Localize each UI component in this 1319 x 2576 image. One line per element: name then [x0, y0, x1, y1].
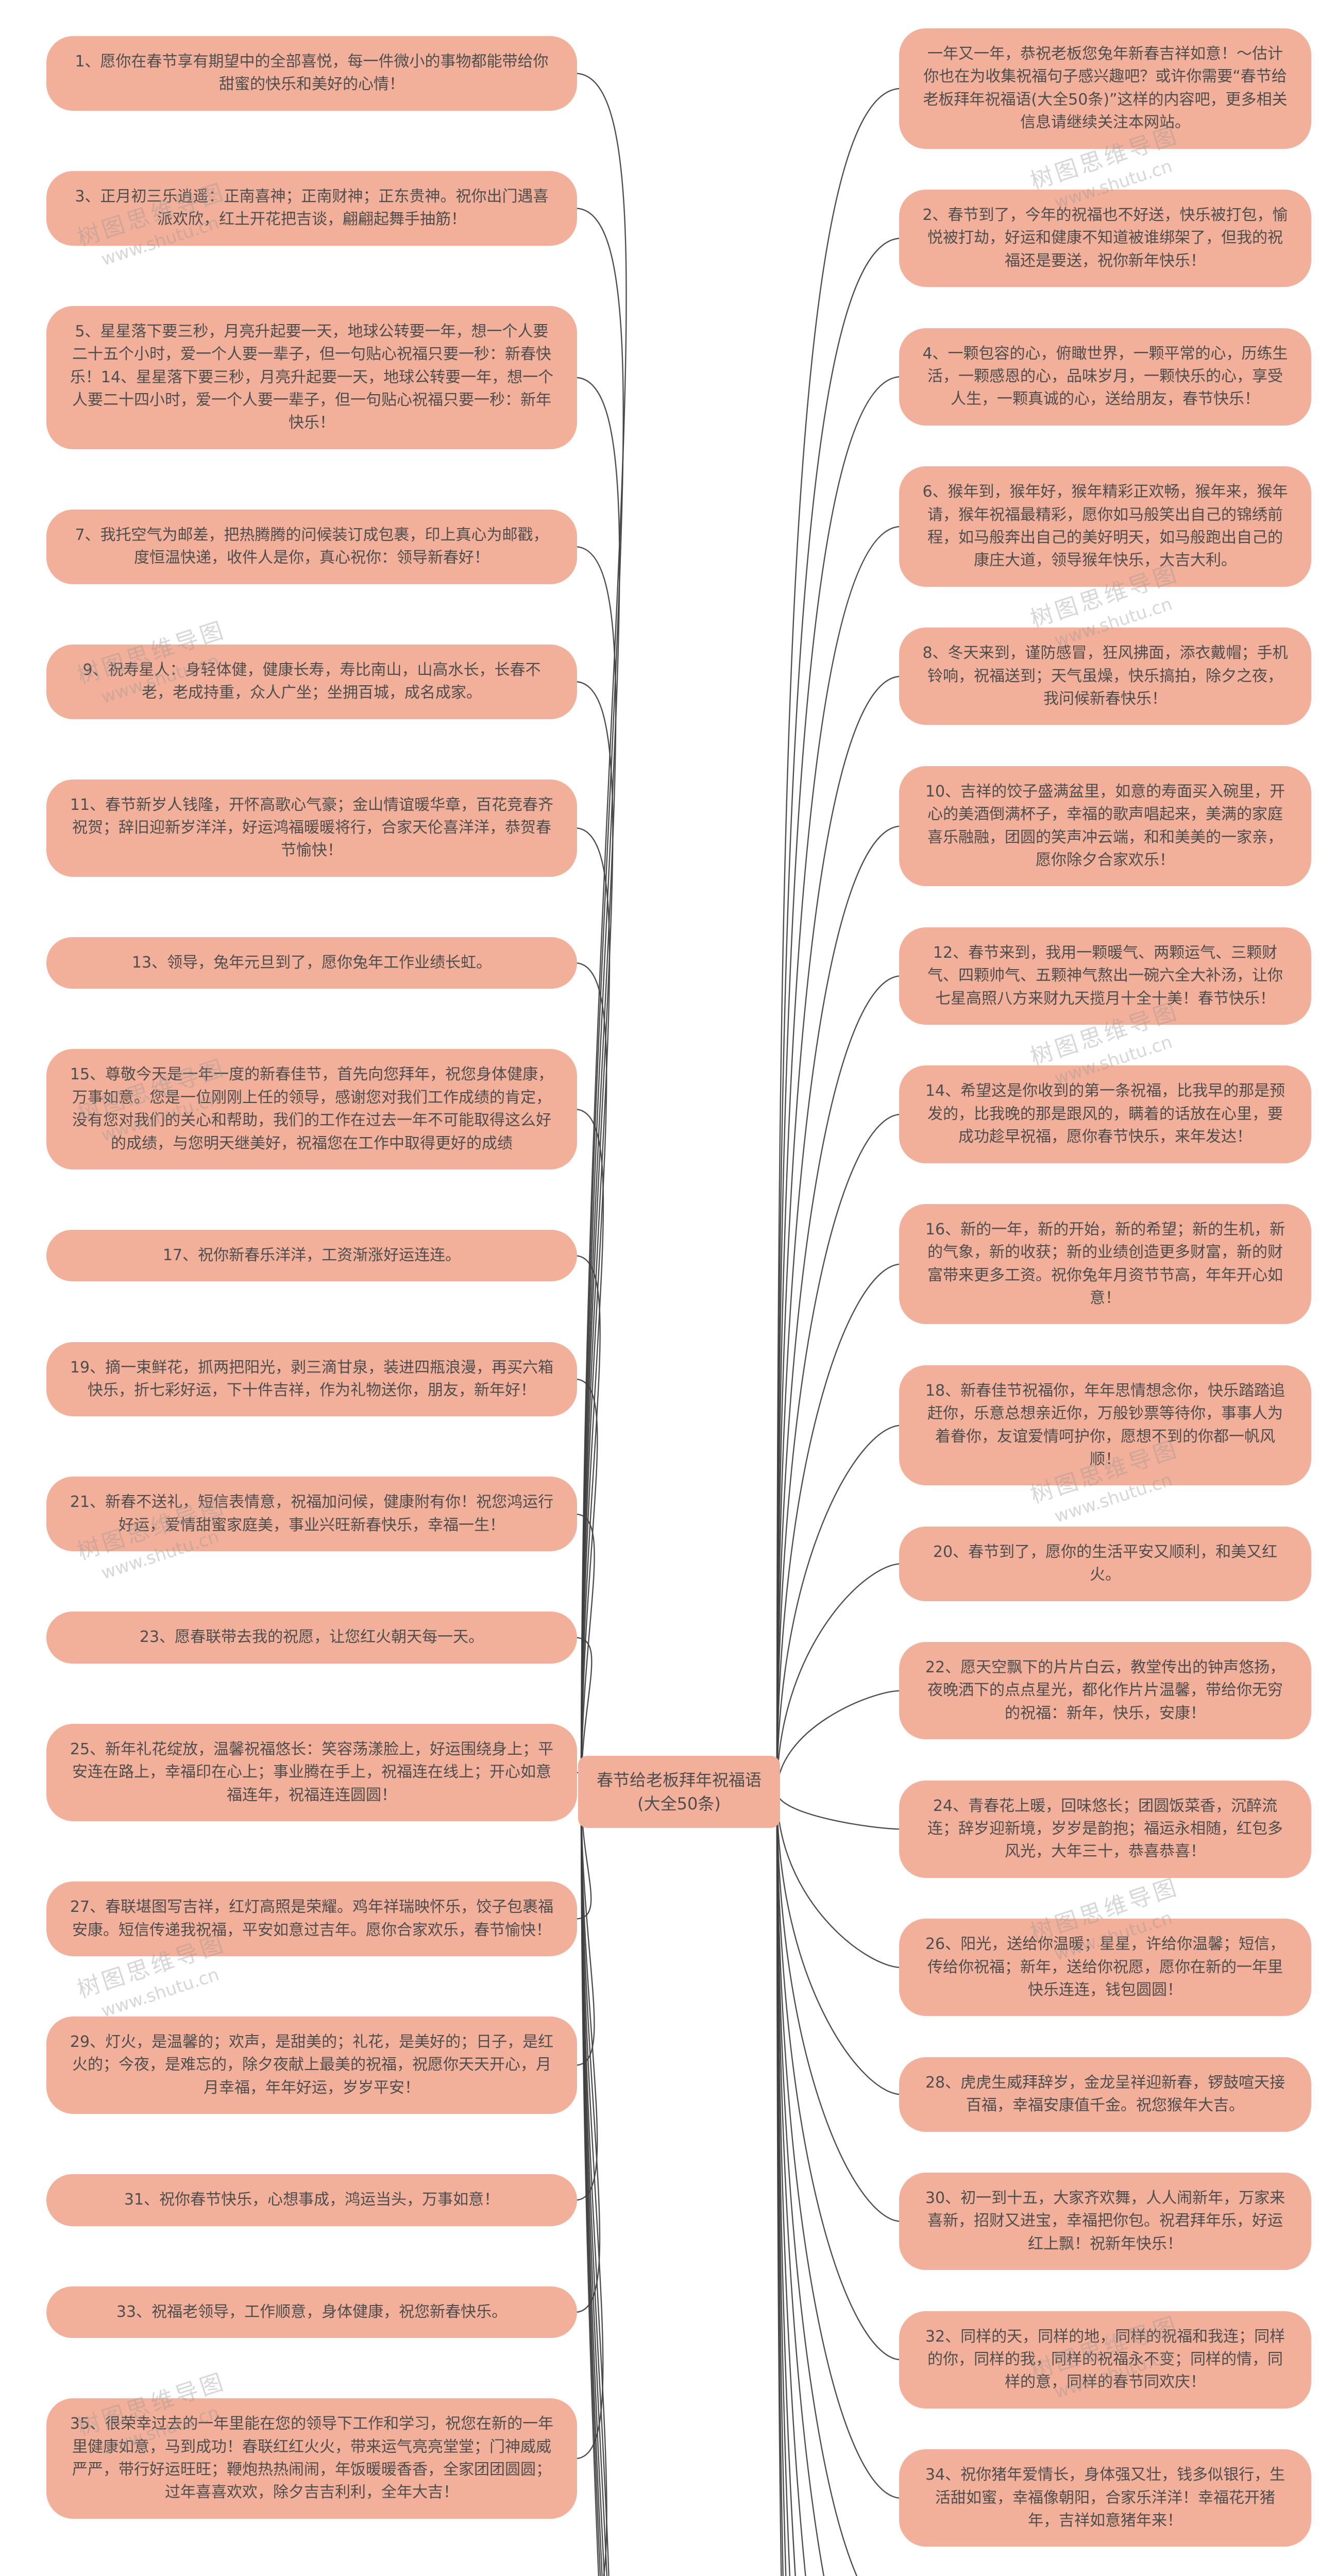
- branch-bubble[interactable]: 20、春节到了，愿你的生活平安又顺利，和美又红火。: [899, 1526, 1311, 1601]
- branch-bubble[interactable]: 32、同样的天，同样的地，同样的祝福和我连；同样的你，同样的我，同样的祝福永不变…: [899, 2311, 1311, 2409]
- branch-bubble[interactable]: 16、新的一年，新的开始，新的希望；新的生机，新的气象，新的收获；新的业绩创造更…: [899, 1204, 1311, 1325]
- branch-bubble[interactable]: 19、摘一束鲜花，抓两把阳光，剥三滴甘泉，装进四瓶浪漫，再买六箱快乐，折七彩好运…: [46, 1342, 577, 1417]
- branch-text: 9、祝寿星人：身轻体健，健康长寿，寿比南山，山高水长，长春不老，老成持重，众人广…: [82, 660, 541, 702]
- branch-bubble[interactable]: 29、灯火，是温馨的；欢声，是甜美的；礼花，是美好的；日子，是红火的；今夜，是难…: [46, 2016, 577, 2114]
- branch-bubble[interactable]: 21、新春不送礼，短信表情意，祝福加问候，健康附有你！祝您鸿运行好运，爱情甜蜜家…: [46, 1477, 577, 1552]
- branch-text: 27、春联堪图写吉祥，红灯高照是荣耀。鸡年祥瑞映怀乐，饺子包裹福安康。短信传递我…: [70, 1898, 554, 1939]
- branch-text: 19、摘一束鲜花，抓两把阳光，剥三滴甘泉，装进四瓶浪漫，再买六箱快乐，折七彩好运…: [70, 1358, 554, 1399]
- branch-bubble[interactable]: 10、吉祥的饺子盛满盆里，如意的寿面买入碗里，开心的美酒倒满杯子，幸福的歌声唱起…: [899, 766, 1311, 887]
- branch-text: 4、一颗包容的心，俯瞰世界，一颗平常的心，历练生活，一颗感恩的心，品味岁月，一颗…: [922, 344, 1288, 409]
- branch-bubble[interactable]: 6、猴年到，猴年好，猴年精彩正欢畅，猴年来，猴年请，猴年祝福最精彩，愿你如马般笑…: [899, 466, 1311, 587]
- branch-bubble[interactable]: 34、祝你猪年爱情长，身体强又壮，钱多似银行，生活甜如蜜，幸福像朝阳，合家乐洋洋…: [899, 2449, 1311, 2547]
- branch-bubble[interactable]: 24、青春花上暖，回味悠长；团圆饭菜香，沉醉流连；辞岁迎新境，岁岁是韵抱；福运永…: [899, 1780, 1311, 1878]
- branch-text: 30、初一到十五，大家齐欢舞，人人闹新年，万家来喜新，招财又进宝，幸福把你包。祝…: [925, 2189, 1286, 2253]
- branch-text: 一年又一年，恭祝老板您兔年新春吉祥如意！～估计你也在为收集祝福句子感兴趣吧？或许…: [923, 45, 1288, 132]
- branch-text: 7、我托空气为邮差，把热腾腾的问候装订成包裹，印上真心为邮戳，度恒温快递，收件人…: [75, 526, 549, 567]
- branch-bubble[interactable]: 35、很荣幸过去的一年里能在您的领导下工作和学习，祝您在新的一年里健康如意，马到…: [46, 2398, 577, 2519]
- center-topic-label: 春节给老板拜年祝福语(大全50条): [596, 1770, 762, 1814]
- branch-text: 29、灯火，是温馨的；欢声，是甜美的；礼花，是美好的；日子，是红火的；今夜，是难…: [70, 2033, 554, 2097]
- center-topic[interactable]: 春节给老板拜年祝福语(大全50条): [578, 1756, 780, 1828]
- branch-text: 23、愿春联带去我的祝愿，让您红火朝天每一天。: [139, 1628, 484, 1647]
- branch-bubble[interactable]: 一年又一年，恭祝老板您兔年新春吉祥如意！～估计你也在为收集祝福句子感兴趣吧？或许…: [899, 28, 1311, 149]
- branch-text: 2、春节到了，今年的祝福也不好送，快乐被打包，愉悦被打劫，好运和健康不知道被谁绑…: [922, 206, 1288, 270]
- branch-text: 24、青春花上暖，回味悠长；团圆饭菜香，沉醉流连；辞岁迎新境，岁岁是韵抱；福运永…: [927, 1797, 1283, 1861]
- branch-bubble[interactable]: 12、春节来到，我用一颗暖气、两颗运气、三颗财气、四颗帅气、五颗神气熬出一碗六全…: [899, 927, 1311, 1025]
- branch-text: 25、新年礼花绽放，温馨祝福悠长：笑容荡漾脸上，好运围绕身上；平安连在路上，幸福…: [70, 1740, 554, 1804]
- branch-bubble[interactable]: 22、愿天空飘下的片片白云，教堂传出的钟声悠扬，夜晚洒下的点点星光，都化作片片温…: [899, 1642, 1311, 1740]
- branch-bubble[interactable]: 33、祝福老领导，工作顺意，身体健康，祝您新春快乐。: [46, 2286, 577, 2338]
- branch-bubble[interactable]: 28、虎虎生威拜辞岁，金龙呈祥迎新春，锣鼓喧天接百福，幸福安康值千金。祝您猴年大…: [899, 2057, 1311, 2132]
- branch-text: 14、希望这是你收到的第一条祝福，比我早的那是预发的，比我晚的那是跟风的，瞒着的…: [925, 1082, 1286, 1146]
- branch-text: 35、很荣幸过去的一年里能在您的领导下工作和学习，祝您在新的一年里健康如意，马到…: [70, 2415, 554, 2502]
- branch-text: 6、猴年到，猴年好，猴年精彩正欢畅，猴年来，猴年请，猴年祝福最精彩，愿你如马般笑…: [922, 483, 1288, 570]
- branch-text: 32、同样的天，同样的地，同样的祝福和我连；同样的你，同样的我，同样的祝福永不变…: [925, 2327, 1286, 2392]
- branch-text: 3、正月初三乐逍遥：正南喜神；正南财神；正东贵神。祝你出门遇喜派欢欣，红土开花把…: [75, 187, 549, 229]
- branch-bubble[interactable]: 5、星星落下要三秒，月亮升起要一天，地球公转要一年，想一个人要二十五个小时，爱一…: [46, 306, 577, 449]
- branch-bubble[interactable]: 11、春节新岁人钱隆，开怀高歌心气豪；金山情谊暖华章，百花竞春齐祝贺；辞旧迎新岁…: [46, 779, 577, 877]
- branch-text: 22、愿天空飘下的片片白云，教堂传出的钟声悠扬，夜晚洒下的点点星光，都化作片片温…: [925, 1658, 1286, 1722]
- branch-text: 33、祝福老领导，工作顺意，身体健康，祝您新春快乐。: [116, 2302, 508, 2321]
- branch-text: 5、星星落下要三秒，月亮升起要一天，地球公转要一年，想一个人要二十五个小时，爱一…: [70, 322, 554, 432]
- branch-text: 18、新春佳节祝福你，年年思情想念你，快乐踏踏追赶你，乐意总想亲近你，万般钞票等…: [925, 1381, 1286, 1469]
- branch-bubble[interactable]: 26、阳光，送给你温暖；星星，许给你温馨；短信，传给你祝福；新年，送给你祝愿，愿…: [899, 1919, 1311, 2016]
- branch-bubble[interactable]: 18、新春佳节祝福你，年年思情想念你，快乐踏踏追赶你，乐意总想亲近你，万般钞票等…: [899, 1365, 1311, 1486]
- branch-text: 31、祝你春节快乐，心想事成，鸿运当头，万事如意！: [124, 2191, 500, 2209]
- branch-bubble[interactable]: 13、领导，兔年元旦到了，愿你兔年工作业绩长虹。: [46, 937, 577, 989]
- branch-text: 20、春节到了，愿你的生活平安又顺利，和美又红火。: [933, 1543, 1278, 1584]
- branch-bubble[interactable]: 15、尊敬今天是一年一度的新春佳节，首先向您拜年，祝您身体健康，万事如意。您是一…: [46, 1049, 577, 1170]
- branch-text: 28、虎虎生威拜辞岁，金龙呈祥迎新春，锣鼓喧天接百福，幸福安康值千金。祝您猴年大…: [925, 2073, 1286, 2115]
- right-branch-column: 一年又一年，恭祝老板您兔年新春吉祥如意！～估计你也在为收集祝福句子感兴趣吧？或许…: [899, 28, 1311, 2576]
- branch-bubble[interactable]: 14、希望这是你收到的第一条祝福，比我早的那是预发的，比我晚的那是跟风的，瞒着的…: [899, 1065, 1311, 1163]
- branch-bubble[interactable]: 1、愿你在春节享有期望中的全部喜悦，每一件微小的事物都能带给你甜蜜的快乐和美好的…: [46, 36, 577, 111]
- branch-bubble[interactable]: 3、正月初三乐逍遥：正南喜神；正南财神；正东贵神。祝你出门遇喜派欢欣，红土开花把…: [46, 171, 577, 246]
- branch-bubble[interactable]: 9、祝寿星人：身轻体健，健康长寿，寿比南山，山高水长，长春不老，老成持重，众人广…: [46, 644, 577, 719]
- branch-bubble[interactable]: 7、我托空气为邮差，把热腾腾的问候装订成包裹，印上真心为邮戳，度恒温快递，收件人…: [46, 509, 577, 584]
- branch-bubble[interactable]: 2、春节到了，今年的祝福也不好送，快乐被打包，愉悦被打劫，好运和健康不知道被谁绑…: [899, 189, 1311, 287]
- branch-text: 12、春节来到，我用一颗暖气、两颗运气、三颗财气、四颗帅气、五颗神气熬出一碗六全…: [927, 943, 1283, 1008]
- branch-text: 16、新的一年，新的开始，新的希望；新的生机，新的气象，新的收获；新的业绩创造更…: [925, 1220, 1286, 1308]
- branch-bubble[interactable]: 30、初一到十五，大家齐欢舞，人人闹新年，万家来喜新，招财又进宝，幸福把你包。祝…: [899, 2173, 1311, 2270]
- branch-bubble[interactable]: 4、一颗包容的心，俯瞰世界，一颗平常的心，历练生活，一颗感恩的心，品味岁月，一颗…: [899, 328, 1311, 426]
- branch-bubble[interactable]: 25、新年礼花绽放，温馨祝福悠长：笑容荡漾脸上，好运围绕身上；平安连在路上，幸福…: [46, 1723, 577, 1822]
- branch-text: 26、阳光，送给你温暖；星星，许给你温馨；短信，传给你祝福；新年，送给你祝愿，愿…: [925, 1935, 1286, 1999]
- branch-text: 11、春节新岁人钱隆，开怀高歌心气豪；金山情谊暖华章，百花竞春齐祝贺；辞旧迎新岁…: [70, 795, 554, 860]
- branch-text: 8、冬天来到，谨防感冒，狂风拂面，添衣戴帽；手机铃响，祝福送到；天气虽燥，快乐搞…: [922, 644, 1288, 708]
- branch-text: 34、祝你猪年爱情长，身体强又壮，钱多似银行，生活甜如蜜，幸福像朝阳，合家乐洋洋…: [925, 2466, 1286, 2530]
- branch-text: 21、新春不送礼，短信表情意，祝福加问候，健康附有你！祝您鸿运行好运，爱情甜蜜家…: [70, 1493, 554, 1534]
- branch-text: 13、领导，兔年元旦到了，愿你兔年工作业绩长虹。: [131, 953, 492, 972]
- branch-bubble[interactable]: 31、祝你春节快乐，心想事成，鸿运当头，万事如意！: [46, 2174, 577, 2226]
- branch-text: 10、吉祥的饺子盛满盆里，如意的寿面买入碗里，开心的美酒倒满杯子，幸福的歌声唱起…: [925, 782, 1286, 869]
- branch-text: 1、愿你在春节享有期望中的全部喜悦，每一件微小的事物都能带给你甜蜜的快乐和美好的…: [75, 53, 549, 94]
- left-branch-column: 1、愿你在春节享有期望中的全部喜悦，每一件微小的事物都能带给你甜蜜的快乐和美好的…: [46, 36, 577, 2576]
- branch-text: 15、尊敬今天是一年一度的新春佳节，首先向您拜年，祝您身体健康，万事如意。您是一…: [70, 1065, 554, 1153]
- branch-bubble[interactable]: 8、冬天来到，谨防感冒，狂风拂面，添衣戴帽；手机铃响，祝福送到；天气虽燥，快乐搞…: [899, 628, 1311, 725]
- branch-text: 17、祝你新春乐洋洋，工资渐涨好运连连。: [162, 1246, 461, 1265]
- branch-bubble[interactable]: 23、愿春联带去我的祝愿，让您红火朝天每一天。: [46, 1612, 577, 1664]
- branch-bubble[interactable]: 27、春联堪图写吉祥，红灯高照是荣耀。鸡年祥瑞映怀乐，饺子包裹福安康。短信传递我…: [46, 1882, 577, 1956]
- branch-bubble[interactable]: 17、祝你新春乐洋洋，工资渐涨好运连连。: [46, 1230, 577, 1282]
